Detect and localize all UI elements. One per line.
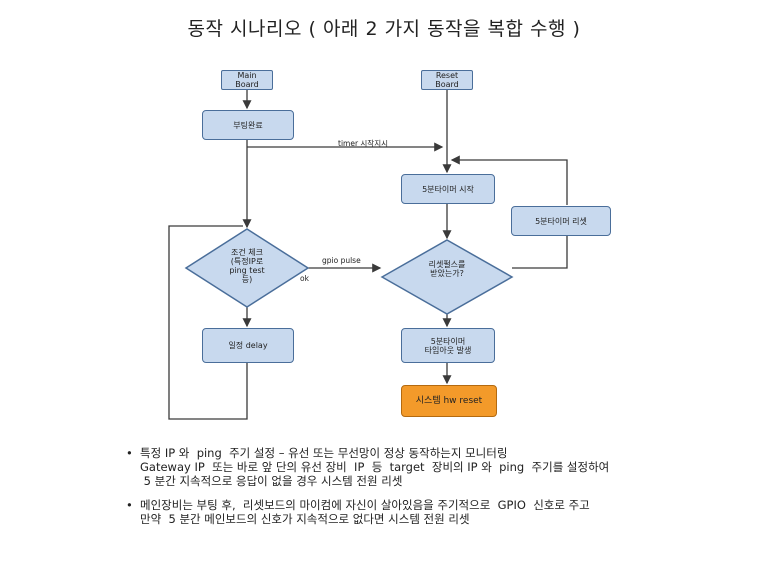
boot-complete-node: 부팅완료 [202, 110, 294, 140]
note-line: 특정 IP 와 ping 주기 설정 – 유선 또는 무선망이 정상 동작하는지… [140, 446, 508, 460]
condition-check-diamond [184, 228, 310, 308]
notes: • 특정 IP 와 ping 주기 설정 – 유선 또는 무선망이 정상 동작하… [126, 446, 746, 536]
note-item: • 특정 IP 와 ping 주기 설정 – 유선 또는 무선망이 정상 동작하… [126, 446, 746, 488]
edge-question-to-timer-reset [512, 236, 568, 269]
page-title: 동작 시나리오 ( 아래 2 가지 동작을 복합 수행 ) [187, 18, 581, 40]
note-line: Gateway IP 또는 바로 앞 단의 유선 장비 IP 등 target … [140, 460, 610, 474]
condition-check-label: 조건 체크 (특정IP로 ping test 등) [229, 248, 265, 284]
timer-start-label: timer 시작지시 [338, 139, 389, 148]
bullet-mark: • [126, 446, 133, 460]
edge-timer-reset-back [450, 155, 568, 205]
timeout-node: 5분타이머 타임아웃 발생 [401, 328, 495, 363]
ok-label: ok [300, 274, 309, 283]
bullet-mark: • [126, 498, 133, 512]
edge-delay-loop-back [168, 225, 248, 420]
timer5-start-node: 5분타이머 시작 [401, 174, 495, 204]
delay-node: 일정 delay [202, 328, 294, 363]
reset-board-node: Reset Board [421, 70, 473, 90]
system-reset-node: 시스템 hw reset [401, 385, 497, 417]
reset-question-diamond [380, 239, 514, 315]
note-line: 메인장비는 부팅 후, 리셋보드의 마이컴에 자신이 살아있음을 주기적으로 G… [140, 498, 590, 512]
gpio-pulse-label: gpio pulse [322, 256, 361, 265]
note-item: • 메인장비는 부팅 후, 리셋보드의 마이컴에 자신이 살아있음을 주기적으로… [126, 498, 746, 526]
note-line: 만약 5 분간 메인보드의 신호가 지속적으로 없다면 시스템 전원 리셋 [140, 512, 470, 526]
main-board-node: Main Board [221, 70, 273, 90]
note-line: 5 분간 지속적으로 응답이 없을 경우 시스템 전원 리셋 [140, 474, 403, 488]
timer5-reset-node: 5분타이머 리셋 [511, 206, 611, 236]
reset-question-label: 리셋펄스를 받았는가? [428, 260, 466, 278]
